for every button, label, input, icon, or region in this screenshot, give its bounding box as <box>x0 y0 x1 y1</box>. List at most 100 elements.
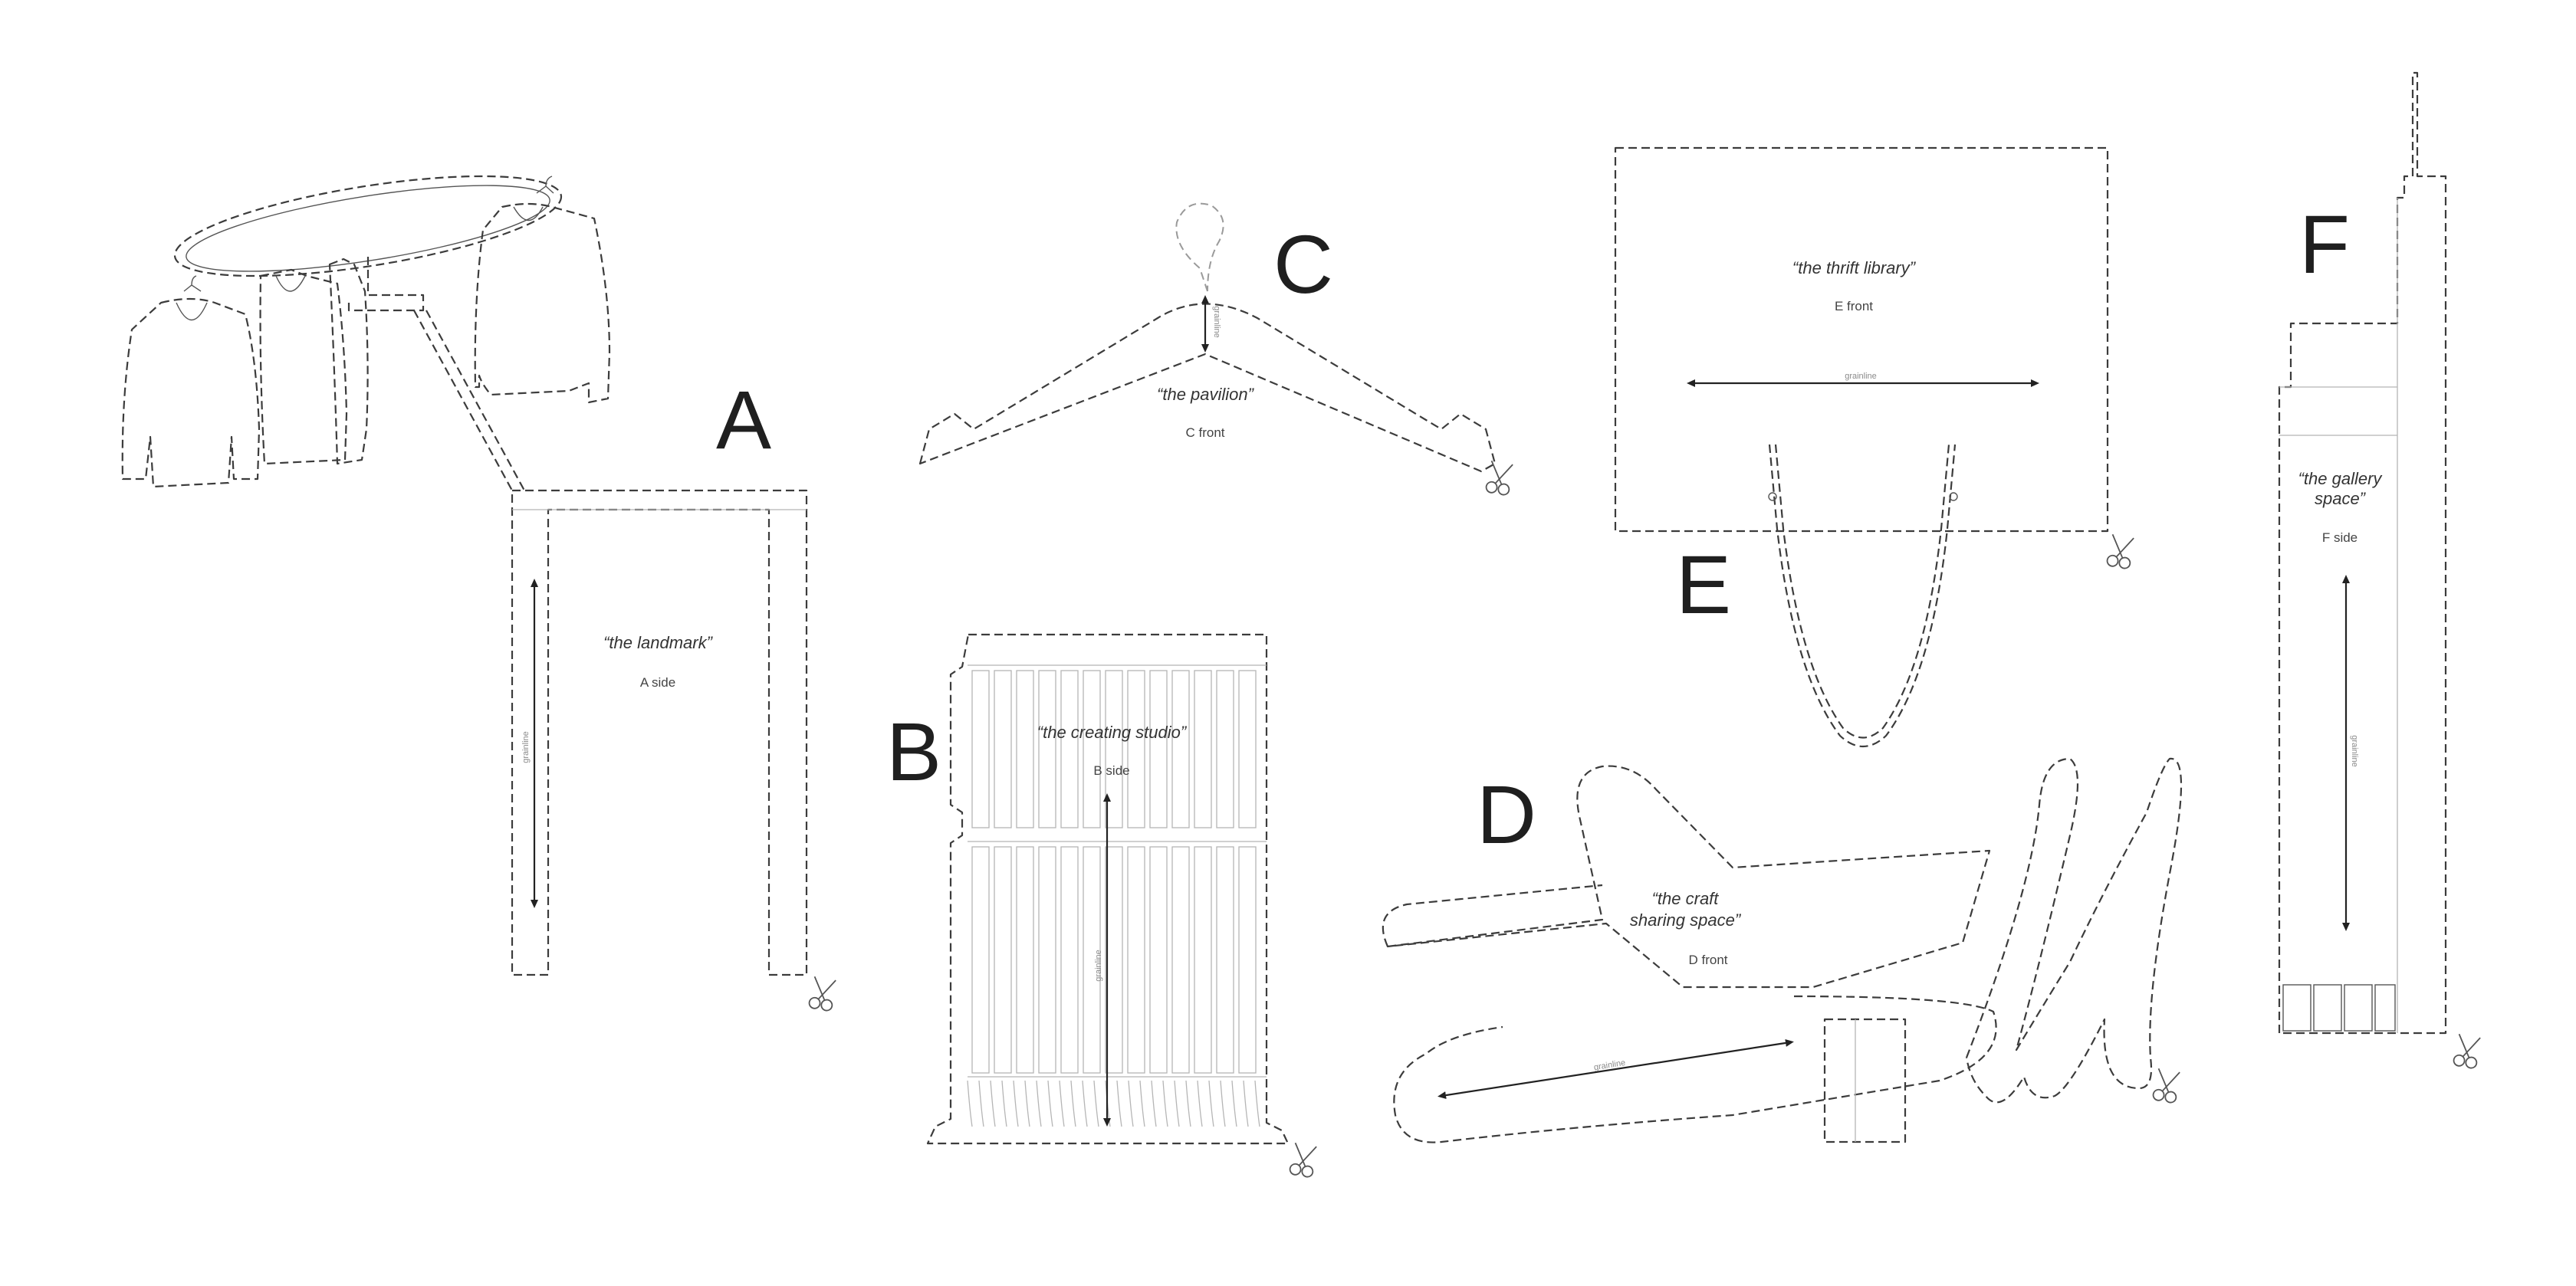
piece-b-slat <box>994 846 1012 1074</box>
piece-b-slat <box>1060 846 1079 1074</box>
piece-f-title-line2: space” <box>2315 489 2367 508</box>
piece-b-slat <box>1216 670 1234 828</box>
piece-b-letter: B <box>886 705 941 798</box>
grainline-label: grainline <box>1845 372 1877 381</box>
piece-b-fringe <box>1001 1080 1007 1127</box>
piece-b-fringe <box>1151 1080 1157 1127</box>
piece-c-title: “the pavilion” <box>1157 385 1255 404</box>
grainline-label: grainline <box>521 731 531 763</box>
piece-b-fringe <box>1082 1080 1088 1127</box>
scissors-icon <box>1288 1142 1319 1179</box>
scissors-icon <box>2151 1068 2182 1104</box>
piece-c-outline <box>918 303 1497 473</box>
sweater-icon <box>121 275 261 488</box>
piece-b-slat <box>1149 670 1168 828</box>
piece-b-fringe <box>1128 1080 1134 1127</box>
hanger-icon <box>1175 202 1224 292</box>
piece-b-title: “the creating studio” <box>1037 723 1188 742</box>
grainline-label: grainline <box>1094 950 1103 982</box>
piece-b-fringe <box>1024 1080 1030 1127</box>
piece-b-fringe <box>1116 1080 1122 1127</box>
piece-d-caption: D front <box>1688 953 1727 967</box>
piece-a-title: “the landmark” <box>603 633 714 652</box>
piece-b-slat <box>1016 846 1034 1074</box>
piece-d-plane-outline <box>1386 765 1991 989</box>
piece-f-title-line1: “the gallery <box>2298 469 2384 488</box>
piece-b-fringe <box>1220 1080 1226 1127</box>
piece-b: grainline “the creating studio” B side B <box>886 633 1319 1179</box>
piece-e: grainline “the thrift library” E front E <box>1614 146 2136 747</box>
sweater-icon <box>328 258 369 465</box>
piece-b-fringe <box>1093 1080 1099 1127</box>
piece-d-box <box>1823 1018 1907 1143</box>
piece-f-base-windows <box>2282 984 2396 1032</box>
sweater-icon <box>474 176 611 404</box>
shopping-bag-handle-icon <box>1768 444 1957 747</box>
piece-b-slat <box>1060 670 1079 828</box>
piece-b-fringe <box>1139 1080 1145 1127</box>
piece-b-slat <box>971 846 990 1074</box>
piece-b-fringe <box>1036 1080 1042 1127</box>
piece-b-slat <box>1105 670 1123 828</box>
piece-b-slat <box>971 670 990 828</box>
piece-f-letter: F <box>2299 198 2350 290</box>
piece-c: grainline “the pavilion” C front C <box>918 202 1515 497</box>
piece-a: grainline “the landmark” A side A <box>121 175 838 1012</box>
piece-b-slat <box>1127 846 1145 1074</box>
piece-b-slat <box>1038 846 1056 1074</box>
piece-d-m-letter-outline <box>1965 757 2183 1104</box>
piece-a-caption: A side <box>640 675 675 690</box>
piece-f-caption: F side <box>2322 530 2358 545</box>
piece-b-slat <box>1216 846 1234 1074</box>
piece-a-letter: A <box>716 373 771 466</box>
piece-e-title: “the thrift library” <box>1792 258 1917 277</box>
piece-b-fringe <box>1162 1080 1168 1127</box>
grainline-label: grainline <box>1212 306 1221 338</box>
clothes-rail-illustration <box>173 175 563 491</box>
scissors-icon <box>2105 533 2136 570</box>
scissors-icon <box>807 976 838 1012</box>
piece-e-letter: E <box>1676 538 1731 631</box>
piece-b-fringe <box>967 1080 973 1127</box>
piece-b-fringe <box>1254 1080 1260 1127</box>
piece-b-fringe <box>1174 1080 1180 1127</box>
piece-f-outline <box>2278 71 2447 1035</box>
piece-c-letter: C <box>1273 218 1333 310</box>
piece-b-slat <box>1038 670 1056 828</box>
piece-b-fringe <box>1013 1080 1019 1127</box>
piece-b-slat <box>1127 670 1145 828</box>
piece-b-slat <box>1171 846 1190 1074</box>
piece-d-title-line1: “the craft <box>1652 889 1720 908</box>
piece-b-slat <box>1083 670 1101 828</box>
sweater-icon <box>259 268 348 465</box>
piece-b-fringe <box>1231 1080 1237 1127</box>
piece-b-slat <box>1238 846 1257 1074</box>
piece-b-slat <box>1016 670 1034 828</box>
piece-d-title-line2: sharing space” <box>1630 910 1742 930</box>
piece-a-outline <box>511 489 808 976</box>
piece-b-slat <box>1149 846 1168 1074</box>
piece-b-fringe <box>978 1080 984 1127</box>
scissors-icon <box>2452 1033 2482 1070</box>
piece-b-caption: B side <box>1093 763 1129 778</box>
piece-b-fringe <box>1197 1080 1203 1127</box>
piece-c-caption: C front <box>1185 425 1224 440</box>
piece-b-slat <box>1194 846 1212 1074</box>
piece-b-slat <box>994 670 1012 828</box>
piece-b-fringe <box>1208 1080 1214 1127</box>
piece-b-outline <box>926 633 1290 1145</box>
piece-d-letter: D <box>1477 768 1536 861</box>
piece-b-slat <box>1171 670 1190 828</box>
piece-e-outline <box>1614 146 2109 533</box>
grainline-label: grainline <box>2350 735 2359 767</box>
piece-b-slat <box>1194 670 1212 828</box>
piece-b-fringe <box>1059 1080 1065 1127</box>
piece-b-fringe <box>990 1080 996 1127</box>
grainline-arrow <box>1438 1038 1794 1100</box>
piece-b-slat <box>1238 670 1257 828</box>
piece-b-slat <box>1105 846 1123 1074</box>
piece-b-slat <box>1083 846 1101 1074</box>
piece-f: grainline “the gallery space” F side F <box>2278 71 2482 1070</box>
piece-b-fringe <box>1047 1080 1053 1127</box>
